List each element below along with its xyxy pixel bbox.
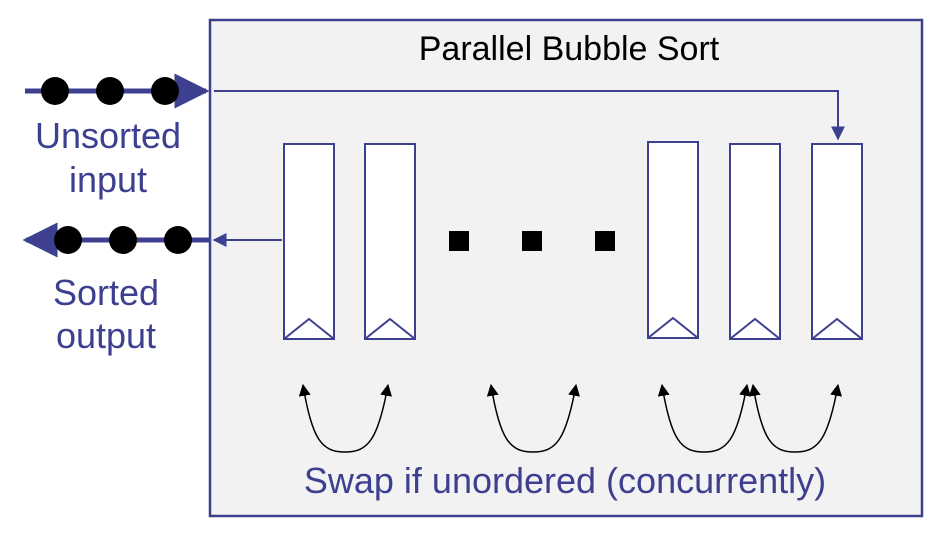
register	[283, 143, 335, 340]
swap-arrow	[657, 383, 751, 453]
output-stream	[22, 222, 210, 258]
input-dot	[96, 77, 124, 105]
register	[364, 143, 416, 340]
output-dot	[164, 226, 192, 254]
register	[729, 143, 781, 340]
output-label-line2: output	[56, 315, 156, 356]
swap-arrow	[748, 383, 842, 453]
register	[647, 141, 699, 339]
output-dot	[109, 226, 137, 254]
diagram-title: Parallel Bubble Sort	[419, 30, 720, 68]
swap-arrow	[298, 383, 392, 453]
input-label-line2: input	[69, 159, 147, 200]
ellipsis-square	[522, 231, 542, 251]
input-stream	[25, 73, 210, 109]
input-label-line1: Unsorted	[35, 115, 181, 156]
output-dot	[54, 226, 82, 254]
output-label-line1: Sorted	[53, 272, 159, 313]
input-dot	[151, 77, 179, 105]
ellipsis-square	[595, 231, 615, 251]
swap-arrow	[486, 383, 580, 453]
swap-label: Swap if unordered (concurrently)	[304, 460, 826, 501]
input-feed-arrow	[214, 90, 845, 141]
ellipsis-square	[449, 231, 469, 251]
register	[811, 143, 863, 340]
input-dot	[41, 77, 69, 105]
